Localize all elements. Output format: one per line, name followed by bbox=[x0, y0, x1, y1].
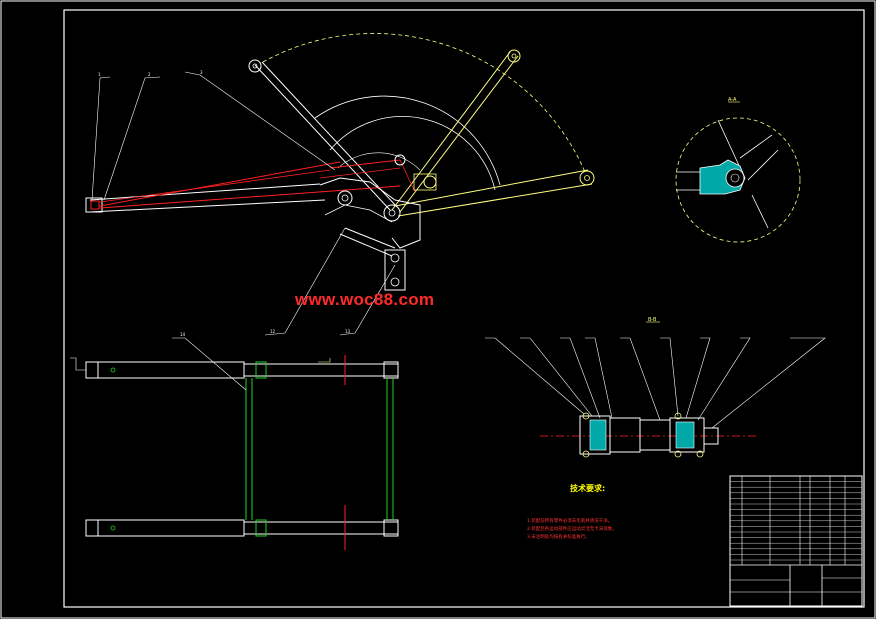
tech-note-line: 2.装配后各运动部件应运动灵活无卡滞现象。 bbox=[527, 527, 617, 532]
tech-note-line: 3.未注明处均按有关标准执行。 bbox=[527, 535, 590, 540]
mechanism-view: 1 2 3 12 13 bbox=[85, 33, 595, 336]
watermark-text: www.woc88.com bbox=[295, 290, 435, 309]
svg-text:2: 2 bbox=[148, 72, 151, 77]
svg-text:1: 1 bbox=[98, 72, 101, 77]
title-block bbox=[729, 475, 863, 607]
section-view-b bbox=[485, 321, 826, 458]
detail-label-a: A-A bbox=[728, 97, 737, 103]
svg-text:13: 13 bbox=[345, 329, 351, 334]
tech-note-line: 1.装配前所有零件必须去毛刺并清洗干净。 bbox=[527, 519, 613, 524]
detail-view-a bbox=[675, 101, 801, 243]
frame-plan-view: 14 bbox=[70, 332, 399, 550]
section-label-b: B-B bbox=[648, 317, 657, 323]
svg-text:12: 12 bbox=[270, 329, 276, 334]
svg-text:14: 14 bbox=[180, 332, 186, 337]
tech-notes-title: 技术要求: bbox=[570, 484, 606, 493]
drawing-border-inner bbox=[63, 9, 865, 608]
svg-text:3: 3 bbox=[200, 70, 203, 75]
